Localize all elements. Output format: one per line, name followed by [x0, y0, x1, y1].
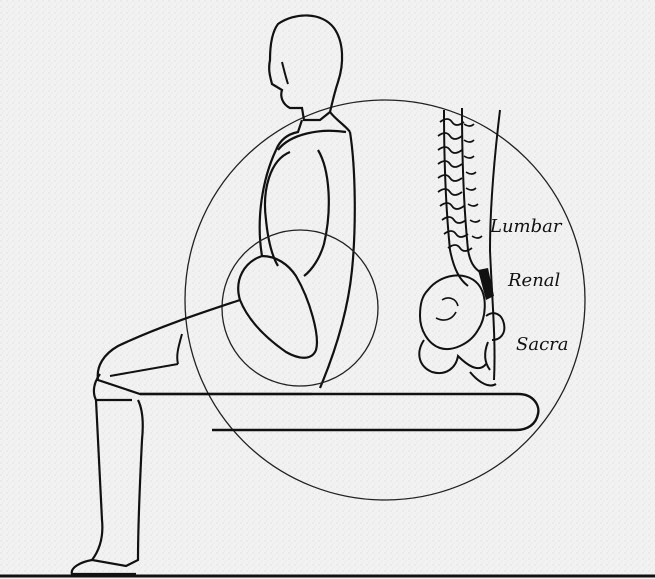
label-renal: Renal	[507, 270, 561, 291]
label-lumbar: Lumbar	[489, 216, 563, 237]
label-sacral: Sacra	[516, 334, 568, 355]
